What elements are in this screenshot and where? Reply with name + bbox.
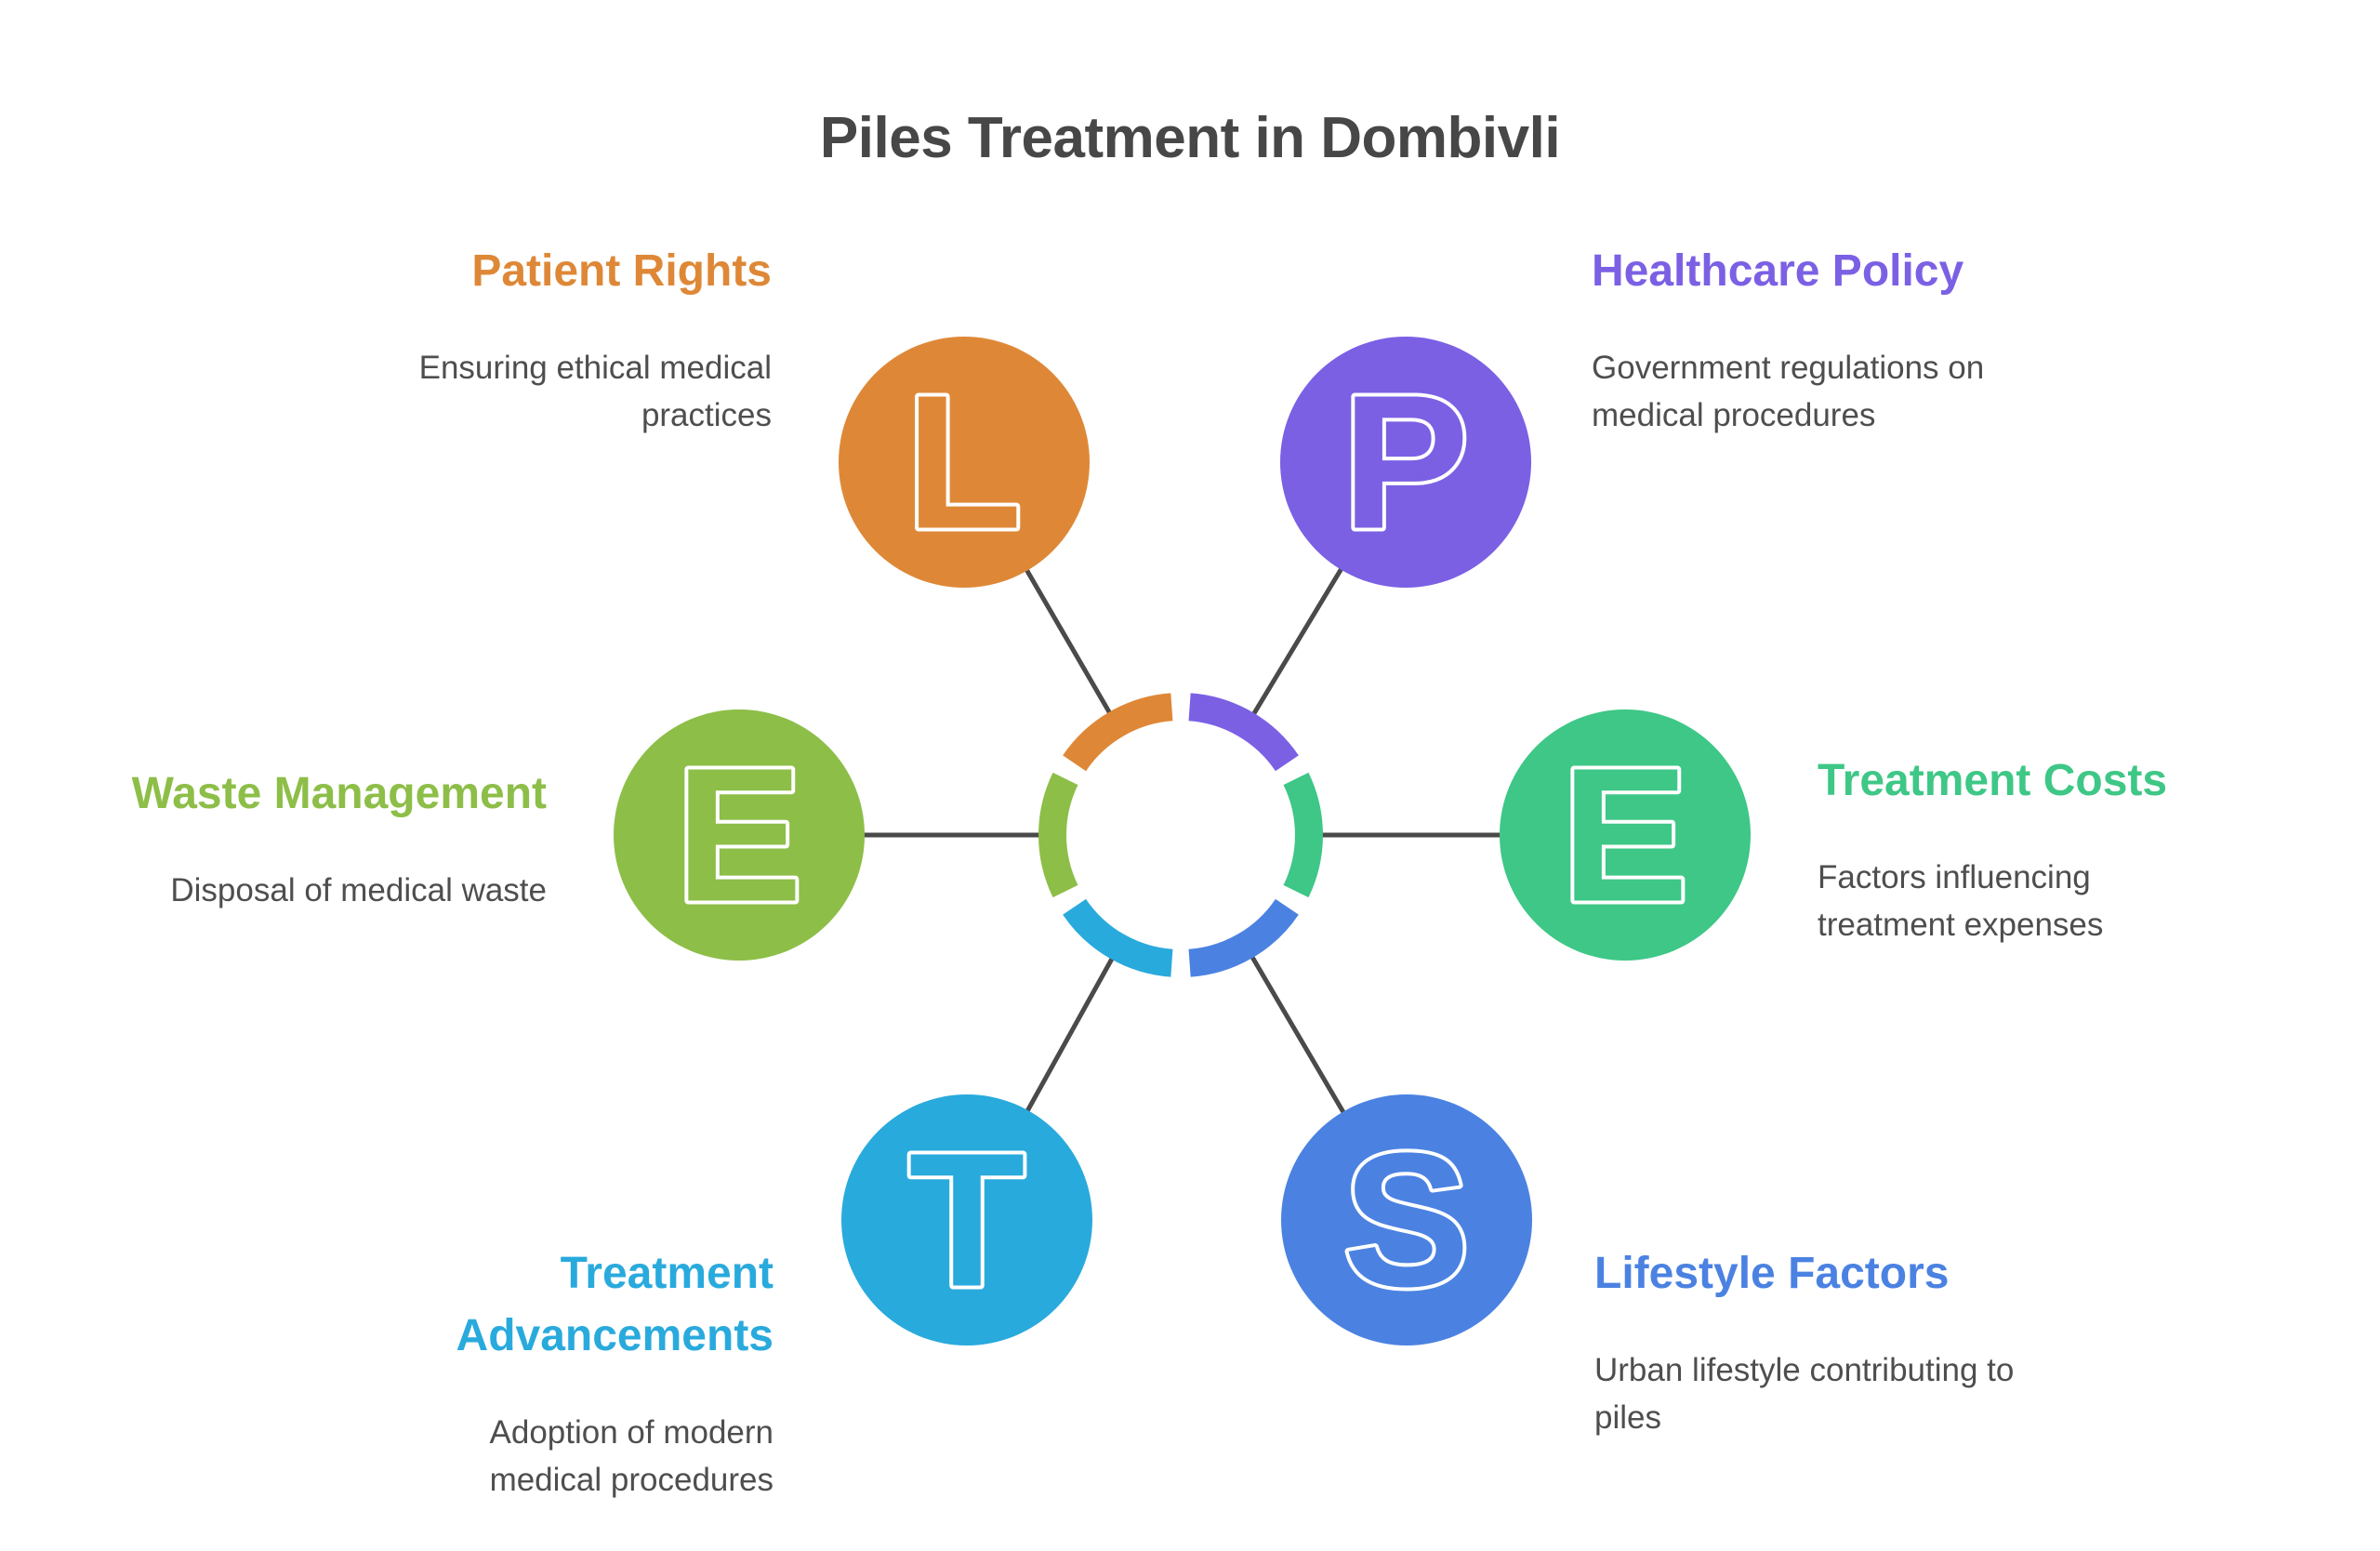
- label-lifestyle-factors: Lifestyle Factors Urban lifestyle contri…: [1594, 1242, 2073, 1442]
- ring-segment-lifestyle-factors: [1188, 898, 1299, 977]
- center-ring: [1038, 693, 1323, 977]
- item-description-treatment-advancements: Adoption of modern medical procedures: [489, 1414, 774, 1499]
- label-treatment-advancements: Treatment Advancements Adoption of moder…: [374, 1242, 774, 1505]
- item-description-healthcare-policy: Government regulations on medical proced…: [1592, 350, 1985, 433]
- node-circle-patient-rights: [839, 337, 1090, 588]
- label-healthcare-policy: Healthcare Policy Government regulations…: [1592, 240, 2094, 440]
- item-heading-treatment-costs: Treatment Costs: [1818, 756, 2168, 805]
- node-letter-treatment-costs: E: [1562, 729, 1689, 942]
- ring-segment-waste-management: [1038, 772, 1078, 898]
- ring-segment-healthcare-policy: [1188, 693, 1299, 772]
- node-circle-treatment-advancements: [841, 1094, 1092, 1346]
- label-waste-management: Waste Management Disposal of medical was…: [26, 762, 547, 915]
- item-heading-patient-rights: Patient Rights: [471, 246, 772, 296]
- ring-segment-patient-rights: [1063, 693, 1173, 772]
- item-description-lifestyle-factors: Urban lifestyle contributing to piles: [1594, 1352, 2015, 1436]
- label-treatment-costs: Treatment Costs Factors influencing trea…: [1818, 749, 2217, 949]
- label-patient-rights: Patient Rights Ensuring ethical medical …: [288, 240, 772, 440]
- item-heading-treatment-advancements: Treatment Advancements: [456, 1249, 774, 1361]
- node-letter-lifestyle-factors: S: [1343, 1114, 1471, 1327]
- ring-segment-treatment-costs: [1283, 772, 1323, 898]
- item-heading-lifestyle-factors: Lifestyle Factors: [1594, 1249, 1950, 1298]
- item-description-waste-management: Disposal of medical waste: [170, 872, 547, 909]
- node-letter-waste-management: E: [676, 729, 803, 942]
- connector-lines: [736, 459, 1628, 1223]
- node-circle-healthcare-policy: [1280, 337, 1531, 588]
- node-circle-waste-management: [614, 709, 865, 961]
- nodes: L P E E T S: [614, 337, 1751, 1346]
- item-description-patient-rights: Ensuring ethical medical practices: [418, 350, 772, 433]
- page-title: Piles Treatment in Dombivli: [819, 106, 1561, 170]
- node-letter-treatment-advancements: T: [908, 1114, 1025, 1327]
- item-description-treatment-costs: Factors influencing treatment expenses: [1818, 859, 2104, 943]
- node-circle-treatment-costs: [1500, 709, 1751, 961]
- node-letter-patient-rights: L: [906, 356, 1022, 569]
- item-heading-healthcare-policy: Healthcare Policy: [1592, 246, 1964, 296]
- node-circle-lifestyle-factors: [1281, 1094, 1532, 1346]
- item-heading-waste-management: Waste Management: [131, 769, 547, 818]
- ring-segment-treatment-advancements: [1063, 898, 1173, 977]
- node-letter-healthcare-policy: P: [1342, 356, 1470, 569]
